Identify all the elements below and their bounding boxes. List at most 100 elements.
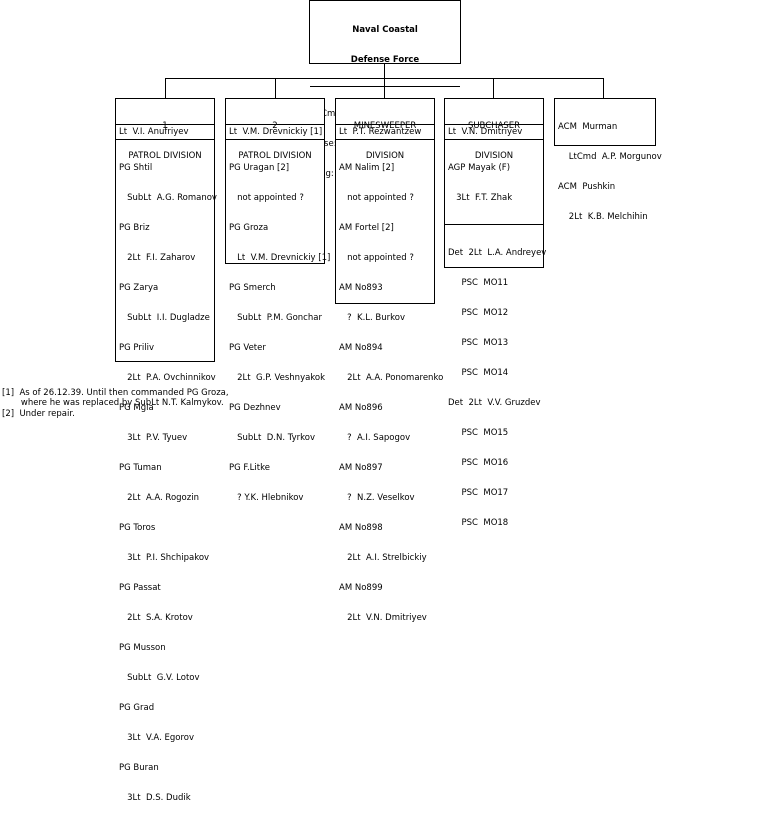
footnote-1-line-1: [1] As of 26.12.39. Until then commanded… (2, 388, 229, 398)
division-title-line: 2 (272, 121, 278, 131)
division-box-patrol-2: 2 PATROL DIVISION Lt V.M. Drevnickiy [1]… (225, 98, 330, 503)
unit-line: AM No893 (339, 283, 383, 293)
unit-line: 2Lt G.P. Veshnyakok (229, 373, 326, 383)
flagship-line: 3Lt F.T. Zhak (448, 193, 513, 203)
unit-line: PSC MO13 (448, 338, 509, 348)
unit-line: ACM Pushkin (558, 182, 616, 192)
division-title-line: DIVISION (365, 151, 405, 161)
unit-line: PG Shtil (119, 163, 153, 173)
unit-line: ? K.L. Burkov (339, 313, 405, 323)
division-title-line: DIVISION (474, 151, 514, 161)
unit-line: SubLt I.I. Dugladze (119, 313, 210, 323)
top-title-line: Defense Force (350, 55, 420, 65)
unit-line: 2Lt A.A. Ponomarenko (339, 373, 444, 383)
flagship-line: AGP Mayak (F) (448, 163, 511, 173)
unit-line: 3Lt P.I. Shchipakov (119, 553, 210, 563)
unit-line: PG F.Litke (229, 463, 270, 473)
unit-line: PG Priliv (119, 343, 155, 353)
unit-line: AM Fortel [2] (339, 223, 394, 233)
unit-line: AM Nalim [2] (339, 163, 395, 173)
unit-line: PSC MO15 (448, 428, 509, 438)
unit-line: ? N.Z. Veselkov (339, 493, 415, 503)
division-commander: Lt V.N. Dmitriyev (445, 124, 543, 139)
unit-line: PSC MO14 (448, 368, 509, 378)
connector-div1 (165, 78, 166, 98)
division-units: Det 2Lt L.A. Andreyev PSC MO11 PSC MO12 … (445, 224, 547, 549)
unit-line: AM No897 (339, 463, 383, 473)
connector-div2 (275, 78, 276, 98)
division-title-line: MINESWEEPER (353, 121, 417, 131)
unit-line: PSC MO11 (448, 278, 509, 288)
unit-line: PG Buran (119, 763, 159, 773)
unit-line: ? Y.K. Hlebnikov (229, 493, 304, 503)
unit-line: Lt V.M. Drevnickiy [1] (229, 253, 331, 263)
division-flagship: AGP Mayak (F) 3Lt F.T. Zhak (445, 139, 543, 224)
unit-line: PG Uragan [2] (229, 163, 290, 173)
unit-line: ACM Murman (558, 122, 618, 132)
unit-line: 2Lt K.B. Melchihin (558, 212, 648, 222)
division-title: 2 PATROL DIVISION (226, 99, 324, 161)
unit-line: PG Toros (119, 523, 156, 533)
unit-line: PG Dezhnev (229, 403, 281, 413)
unit-line: PSC MO17 (448, 488, 509, 498)
unit-line: Det 2Lt V.V. Gruzdev (448, 398, 541, 408)
unit-line: not appointed ? (229, 193, 304, 203)
unit-line: PSC MO12 (448, 308, 509, 318)
unit-line: SubLt G.V. Lotov (119, 673, 200, 683)
division-box-subchaser: SUBCHASER DIVISION Lt V.N. Dmitriyev AGP… (444, 98, 546, 528)
unit-line: PG Passat (119, 583, 161, 593)
unit-line: PG Grad (119, 703, 155, 713)
connector-independent (603, 78, 604, 98)
unit-line: AM No899 (339, 583, 383, 593)
unit-line: PG Smerch (229, 283, 276, 293)
unit-line: 3Lt V.A. Egorov (119, 733, 194, 743)
unit-line: PG Briz (119, 223, 150, 233)
top-command-box: Naval Coastal Defense Force LtCmd V.I. P… (309, 0, 461, 179)
division-title: SUBCHASER DIVISION (445, 99, 543, 161)
division-units: PG Shtil SubLt A.G. Romanov PG Briz 2Lt … (116, 139, 217, 824)
unit-line: not appointed ? (339, 193, 414, 203)
unit-line: Det 2Lt L.A. Andreyev (448, 248, 547, 258)
unit-line: PSC MO18 (448, 518, 509, 528)
division-title: 1 PATROL DIVISION (116, 99, 214, 161)
division-title-line: PATROL DIVISION (238, 151, 312, 161)
unit-line: 2Lt S.A. Krotov (119, 613, 193, 623)
unit-line: PG Veter (229, 343, 266, 353)
unit-line: not appointed ? (339, 253, 414, 263)
top-title-line: Naval Coastal (352, 25, 418, 35)
division-commander: Lt V.M. Drevnickiy [1] (226, 124, 324, 139)
connector-top-stem (384, 64, 385, 78)
unit-line: PG Tuman (119, 463, 162, 473)
unit-line: PSC MO16 (448, 458, 509, 468)
unit-line: PG Zarya (119, 283, 159, 293)
division-commander: Lt V.I. Anufriyev (116, 124, 214, 139)
top-command-title: Naval Coastal Defense Force (310, 1, 460, 86)
unit-line: SubLt D.N. Tyrkov (229, 433, 316, 443)
division-commander: Lt P.T. Rezwantzew (336, 124, 434, 139)
footnote-2: [2] Under repair. (2, 409, 75, 419)
footnote-1-line-2: where he was replaced by SubLt N.T. Kalm… (2, 398, 224, 408)
unit-line: 2Lt A.A. Rogozin (119, 493, 199, 503)
division-units: AM Nalim [2] not appointed ? AM Fortel [… (336, 139, 444, 644)
unit-line: SubLt A.G. Romanov (119, 193, 217, 203)
division-title-line: 1 (162, 121, 168, 131)
unit-line: AM No898 (339, 523, 383, 533)
independent-units-box: ACM Murman LtCmd A.P. Morgunov ACM Pushk… (554, 98, 662, 222)
unit-line: AM No896 (339, 403, 383, 413)
unit-line: LtCmd A.P. Morgunov (558, 152, 662, 162)
division-title: MINESWEEPER DIVISION (336, 99, 434, 161)
connector-minesweeper (384, 78, 385, 98)
independent-units: ACM Murman LtCmd A.P. Morgunov ACM Pushk… (555, 99, 662, 245)
unit-line: 2Lt V.N. Dmitriyev (339, 613, 427, 623)
unit-line: PG Musson (119, 643, 166, 653)
unit-line: 2Lt A.I. Strelbickiy (339, 553, 427, 563)
unit-line: ? A.I. Sapogov (339, 433, 411, 443)
unit-line: 2Lt P.A. Ovchinnikov (119, 373, 216, 383)
division-units: PG Uragan [2] not appointed ? PG Groza L… (226, 139, 331, 524)
connector-subchaser (493, 78, 494, 98)
unit-line: PG Groza (229, 223, 269, 233)
unit-line: PG Mgla (119, 403, 154, 413)
division-box-minesweeper: MINESWEEPER DIVISION Lt P.T. Rezwantzew … (335, 98, 443, 623)
division-title-line: SUBCHASER (467, 121, 521, 131)
unit-line: SubLt P.M. Gonchar (229, 313, 322, 323)
